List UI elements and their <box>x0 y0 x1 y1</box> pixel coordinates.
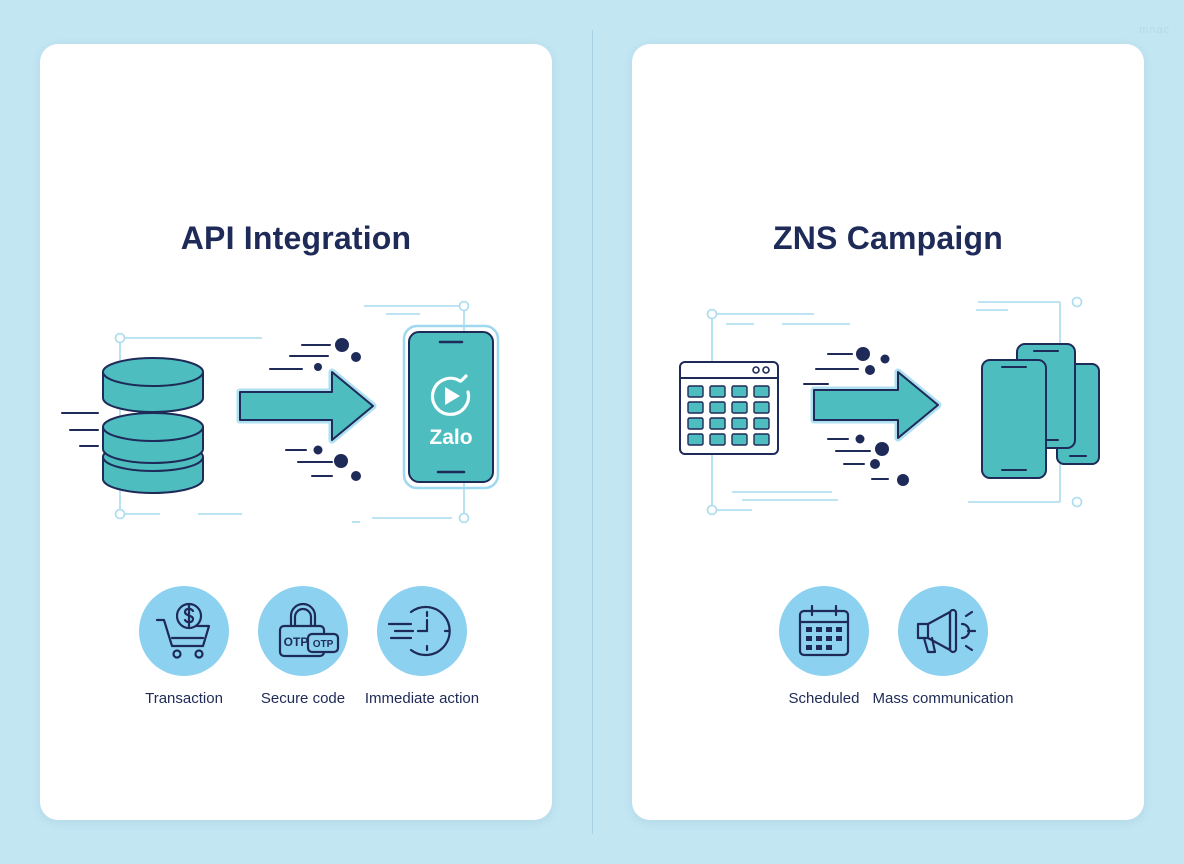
feature-mass-communication: Mass communication <box>863 586 1023 707</box>
motion-lines <box>269 344 333 477</box>
calendar-grid-icon <box>679 361 779 455</box>
zns-campaign-card: ZNS Campaign <box>632 44 1144 820</box>
motion-dots <box>855 347 909 486</box>
feature-secure-code: OTP OTP Secure code <box>223 586 383 707</box>
database-icon <box>61 357 204 494</box>
feature-label: Scheduled <box>788 690 860 707</box>
feature-immediate-action: Immediate action <box>342 586 502 707</box>
clock-speed-icon <box>377 586 467 676</box>
phone-icon: Zalo <box>402 324 500 490</box>
card-title: ZNS Campaign <box>773 220 1003 256</box>
lock-otp-icon: OTP OTP <box>258 586 348 676</box>
feature-label: Mass communication <box>872 690 1014 707</box>
zns-flow-illustration <box>679 296 1100 516</box>
arrow-right-icon <box>236 368 377 444</box>
feature-label: Secure code <box>260 690 346 707</box>
card-title: API Integration <box>180 220 412 256</box>
arrow-right-icon <box>810 368 942 442</box>
feature-transaction: Transaction <box>104 586 264 707</box>
megaphone-icon <box>898 586 988 676</box>
watermark: mnac <box>1139 24 1170 36</box>
zalo-label: Zalo <box>429 426 472 449</box>
phones-stack-icon <box>981 343 1100 479</box>
panel-divider <box>592 30 593 834</box>
zalo-play-icon <box>430 374 471 416</box>
api-integration-card: API Integration <box>40 44 552 820</box>
motion-lines <box>803 353 889 480</box>
cart-dollar-icon <box>139 586 229 676</box>
feature-scheduled: Scheduled <box>744 586 904 707</box>
feature-label: Immediate action <box>364 690 480 707</box>
motion-dots <box>313 338 361 481</box>
svg-text:OTP: OTP <box>313 639 334 650</box>
api-flow-illustration: Zalo <box>61 300 500 524</box>
feature-label: Transaction <box>145 690 223 707</box>
calendar-icon <box>779 586 869 676</box>
svg-text:OTP: OTP <box>284 635 309 649</box>
